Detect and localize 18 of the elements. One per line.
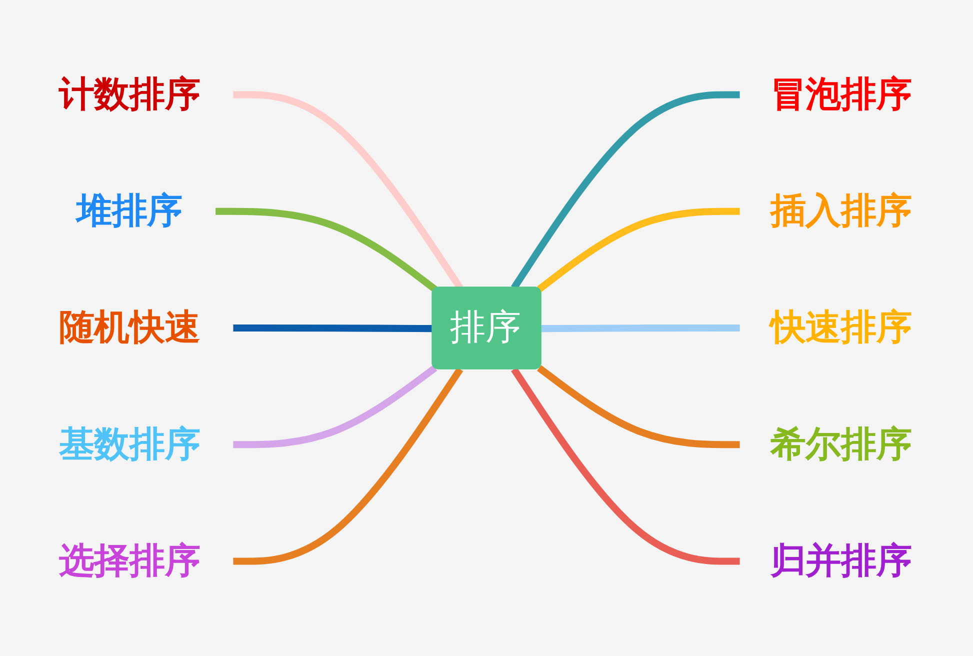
connector [541,324,741,332]
connector [536,365,741,448]
node-text: 归并排序 [770,542,912,581]
connector [511,367,741,565]
node-text: 冒泡排序 [770,75,912,114]
connector [536,208,741,292]
node-text: 随机快速 [58,308,200,348]
connector [214,208,438,292]
node-text: 堆排序 [76,192,183,231]
node-text: 基数排序 [58,425,200,464]
connector [232,324,433,332]
node-text: 希尔排序 [770,425,912,464]
node-text: 快速排序 [770,308,912,348]
node-text: 计数排序 [58,75,200,114]
node-text: 插入排序 [770,192,912,231]
connector [232,365,438,448]
node-text: 选择排序 [58,542,200,581]
connector [232,367,464,565]
